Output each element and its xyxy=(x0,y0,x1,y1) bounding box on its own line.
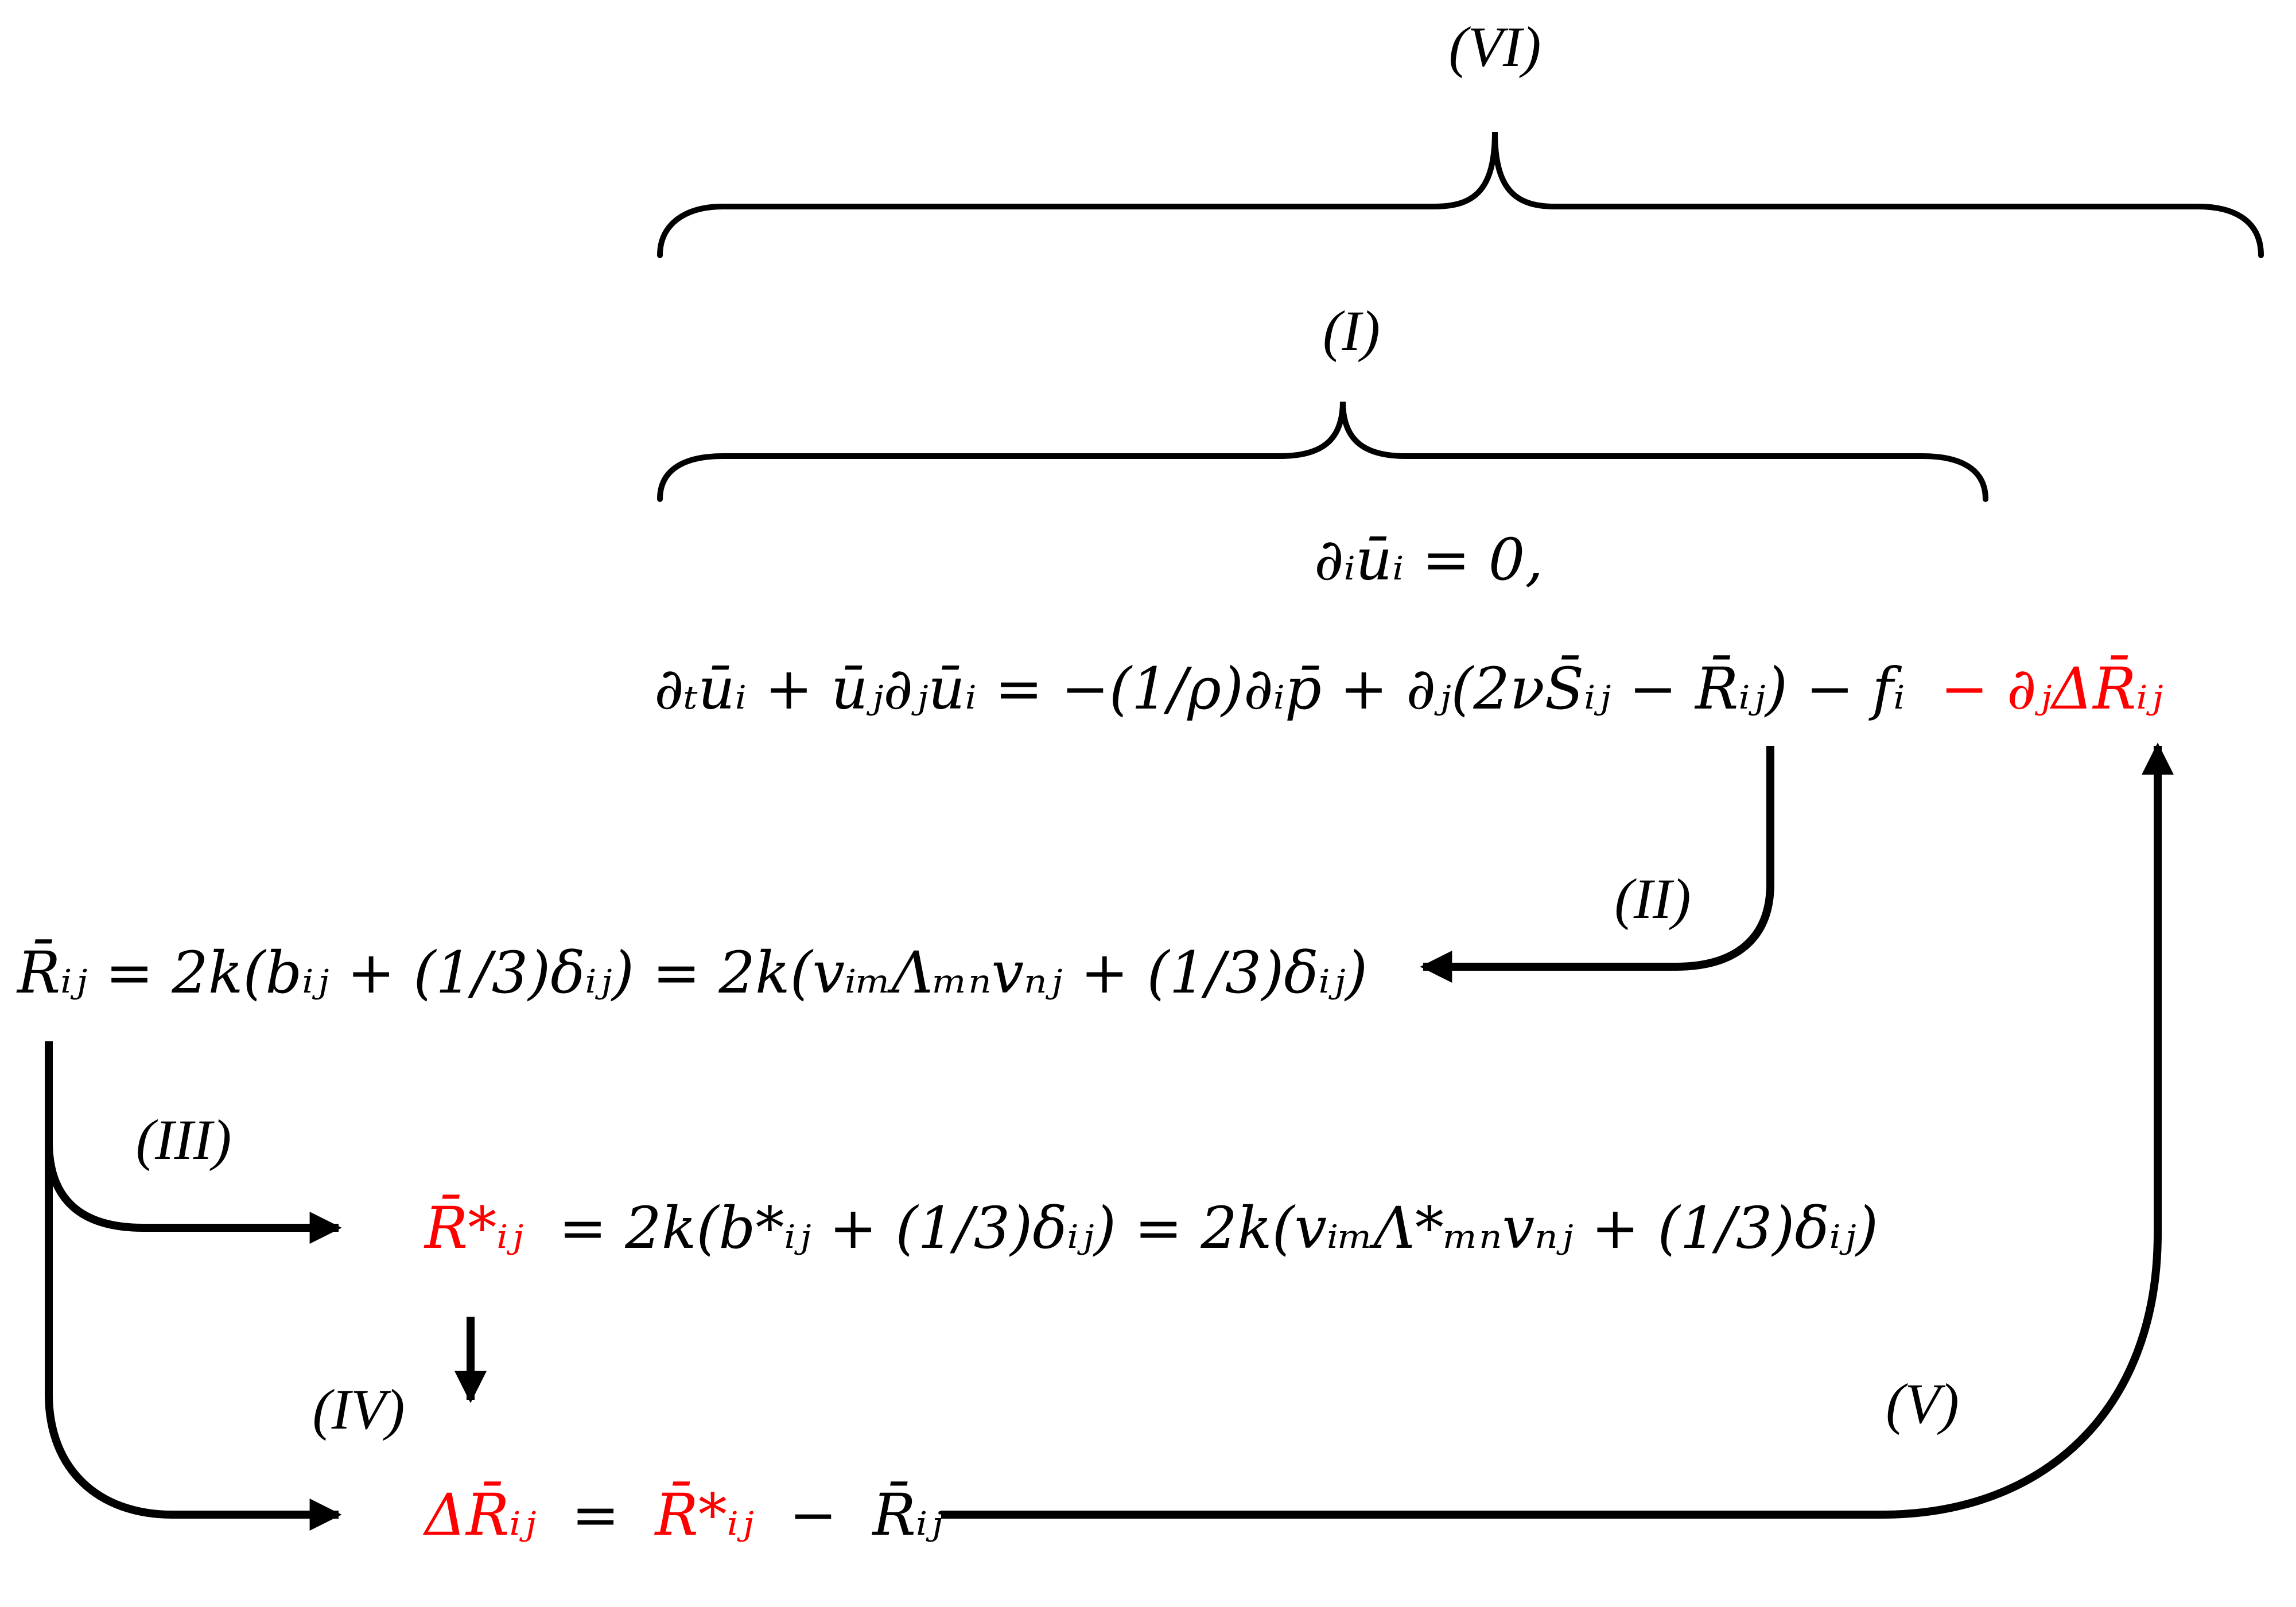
label-II: (II) xyxy=(1614,867,1691,931)
label-I: (I) xyxy=(1323,299,1380,363)
arrow-II xyxy=(1420,746,1774,983)
arrow-V xyxy=(941,742,2174,1519)
reynolds-stress-equation: R̄ᵢⱼ = 2k(bᵢⱼ + (1/3)δᵢⱼ) = 2k(vᵢₘΛₘₙvₙⱼ… xyxy=(16,939,1368,1006)
perturbed-lhs: R̄*ᵢⱼ xyxy=(424,1194,523,1262)
arrow-IV xyxy=(45,1142,342,1531)
brace-I xyxy=(657,401,1988,502)
perturbed-rhs: = 2k(b*ᵢⱼ + (1/3)δᵢⱼ) = 2k(vᵢₘΛ*ₘₙvₙⱼ + … xyxy=(559,1194,1879,1262)
discrepancy-lhs: ΔR̄ᵢⱼ xyxy=(422,1481,537,1548)
label-VI: (VI) xyxy=(1449,15,1541,79)
label-III: (III) xyxy=(136,1108,232,1172)
discrepancy-rest: R̄ᵢⱼ xyxy=(872,1481,943,1548)
momentum-red-part: − ∂ⱼΔR̄ᵢⱼ xyxy=(1940,655,2163,722)
discrepancy-minus: − xyxy=(789,1481,837,1548)
continuity-equation: ∂ᵢūᵢ = 0, xyxy=(1314,526,1543,593)
discrepancy-equation: ΔR̄ᵢⱼ = R̄*ᵢⱼ − R̄ᵢⱼ xyxy=(422,1481,943,1548)
brace-VI xyxy=(657,131,2264,258)
discrepancy-red-term: R̄*ᵢⱼ xyxy=(654,1481,753,1548)
perturbed-stress-equation: R̄*ᵢⱼ = 2k(b*ᵢⱼ + (1/3)δᵢⱼ) = 2k(vᵢₘΛ*ₘₙ… xyxy=(424,1194,1878,1262)
momentum-black-part: ∂ₜūᵢ + ūⱼ∂ⱼūᵢ = −(1/ρ)∂ᵢp̄ + ∂ⱼ(2νS̄ᵢⱼ −… xyxy=(654,655,1905,722)
discrepancy-equals: = xyxy=(572,1481,620,1548)
label-IV: (IV) xyxy=(313,1378,405,1441)
momentum-equation: ∂ₜūᵢ + ūⱼ∂ⱼūᵢ = −(1/ρ)∂ᵢp̄ + ∂ⱼ(2νS̄ᵢⱼ −… xyxy=(654,655,2163,722)
label-V: (V) xyxy=(1886,1372,1959,1435)
